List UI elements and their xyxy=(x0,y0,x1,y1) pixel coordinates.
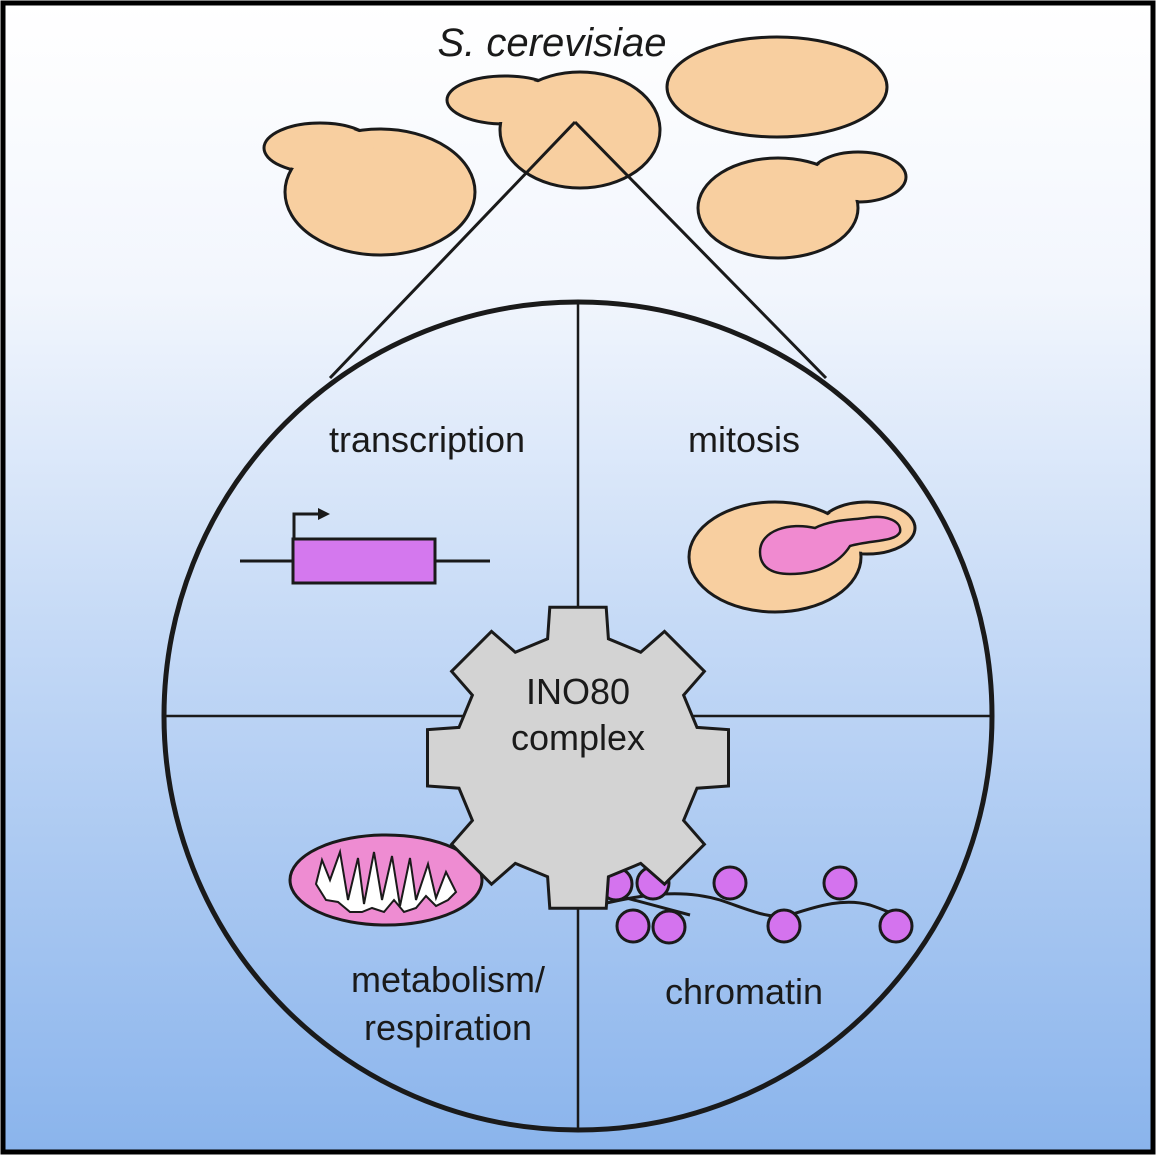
label-respiration: respiration xyxy=(364,1007,532,1048)
complex-name-line1: INO80 xyxy=(526,671,630,712)
label-chromatin: chromatin xyxy=(665,971,823,1012)
promoter-arrow-icon xyxy=(292,512,322,539)
yeast-cells xyxy=(262,35,908,260)
yeast-cell-left xyxy=(262,121,477,257)
yeast-cell-bottom-right xyxy=(696,150,908,260)
mitochondrion-icon xyxy=(288,833,484,927)
ino80-gear-icon xyxy=(426,605,730,910)
organism-title: S. cerevisiae xyxy=(438,21,667,65)
yeast-cell-top-right xyxy=(665,35,889,139)
label-mitosis: mitosis xyxy=(688,419,800,460)
zoom-lines xyxy=(328,120,828,380)
label-metabolism: metabolism/ xyxy=(351,959,545,1000)
label-transcription: transcription xyxy=(329,419,525,460)
transcription-gene-icon xyxy=(240,508,490,585)
nucleosome-icon xyxy=(598,865,914,945)
dividing-nucleus-icon xyxy=(758,515,902,576)
mitosis-cell-icon xyxy=(687,500,917,614)
chromatin-icon xyxy=(597,865,914,945)
complex-name-line2: complex xyxy=(511,717,645,758)
